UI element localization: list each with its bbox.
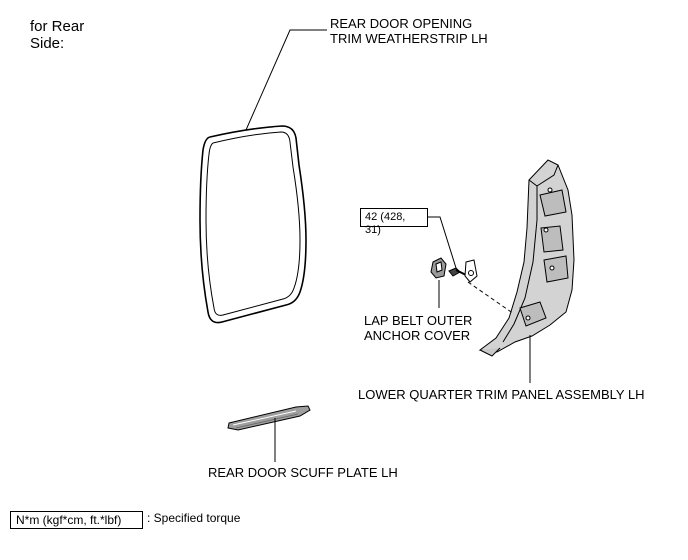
weatherstrip-label: REAR DOOR OPENING TRIM WEATHERSTRIP LH	[330, 16, 488, 46]
legend-description: : Specified torque	[147, 511, 241, 525]
legend-unit-box	[10, 511, 143, 529]
torque-leader	[427, 216, 457, 269]
torque-value: 42 (428, 31)	[365, 211, 406, 236]
trim-panel-label: LOWER QUARTER TRIM PANEL ASSEMBLY LH	[358, 387, 645, 402]
context-label: for Rear Side:	[30, 18, 85, 52]
scuff-plate-label: REAR DOOR SCUFF PLATE LH	[208, 465, 398, 480]
belt-anchor-illustration	[464, 259, 478, 283]
anchor-cover-label: LAP BELT OUTER ANCHOR COVER	[364, 313, 473, 343]
weatherstrip-leader	[245, 29, 327, 131]
legend-unit-label: N*m (kgf*cm, ft.*lbf)	[16, 513, 122, 527]
anchor-cover-illustration	[430, 257, 447, 279]
assembly-dashed-line	[467, 281, 515, 315]
torque-callout-box	[360, 208, 428, 227]
trim-panel-illustration	[478, 159, 575, 357]
weatherstrip-illustration	[199, 125, 307, 324]
scuff-plate-illustration	[227, 405, 311, 431]
